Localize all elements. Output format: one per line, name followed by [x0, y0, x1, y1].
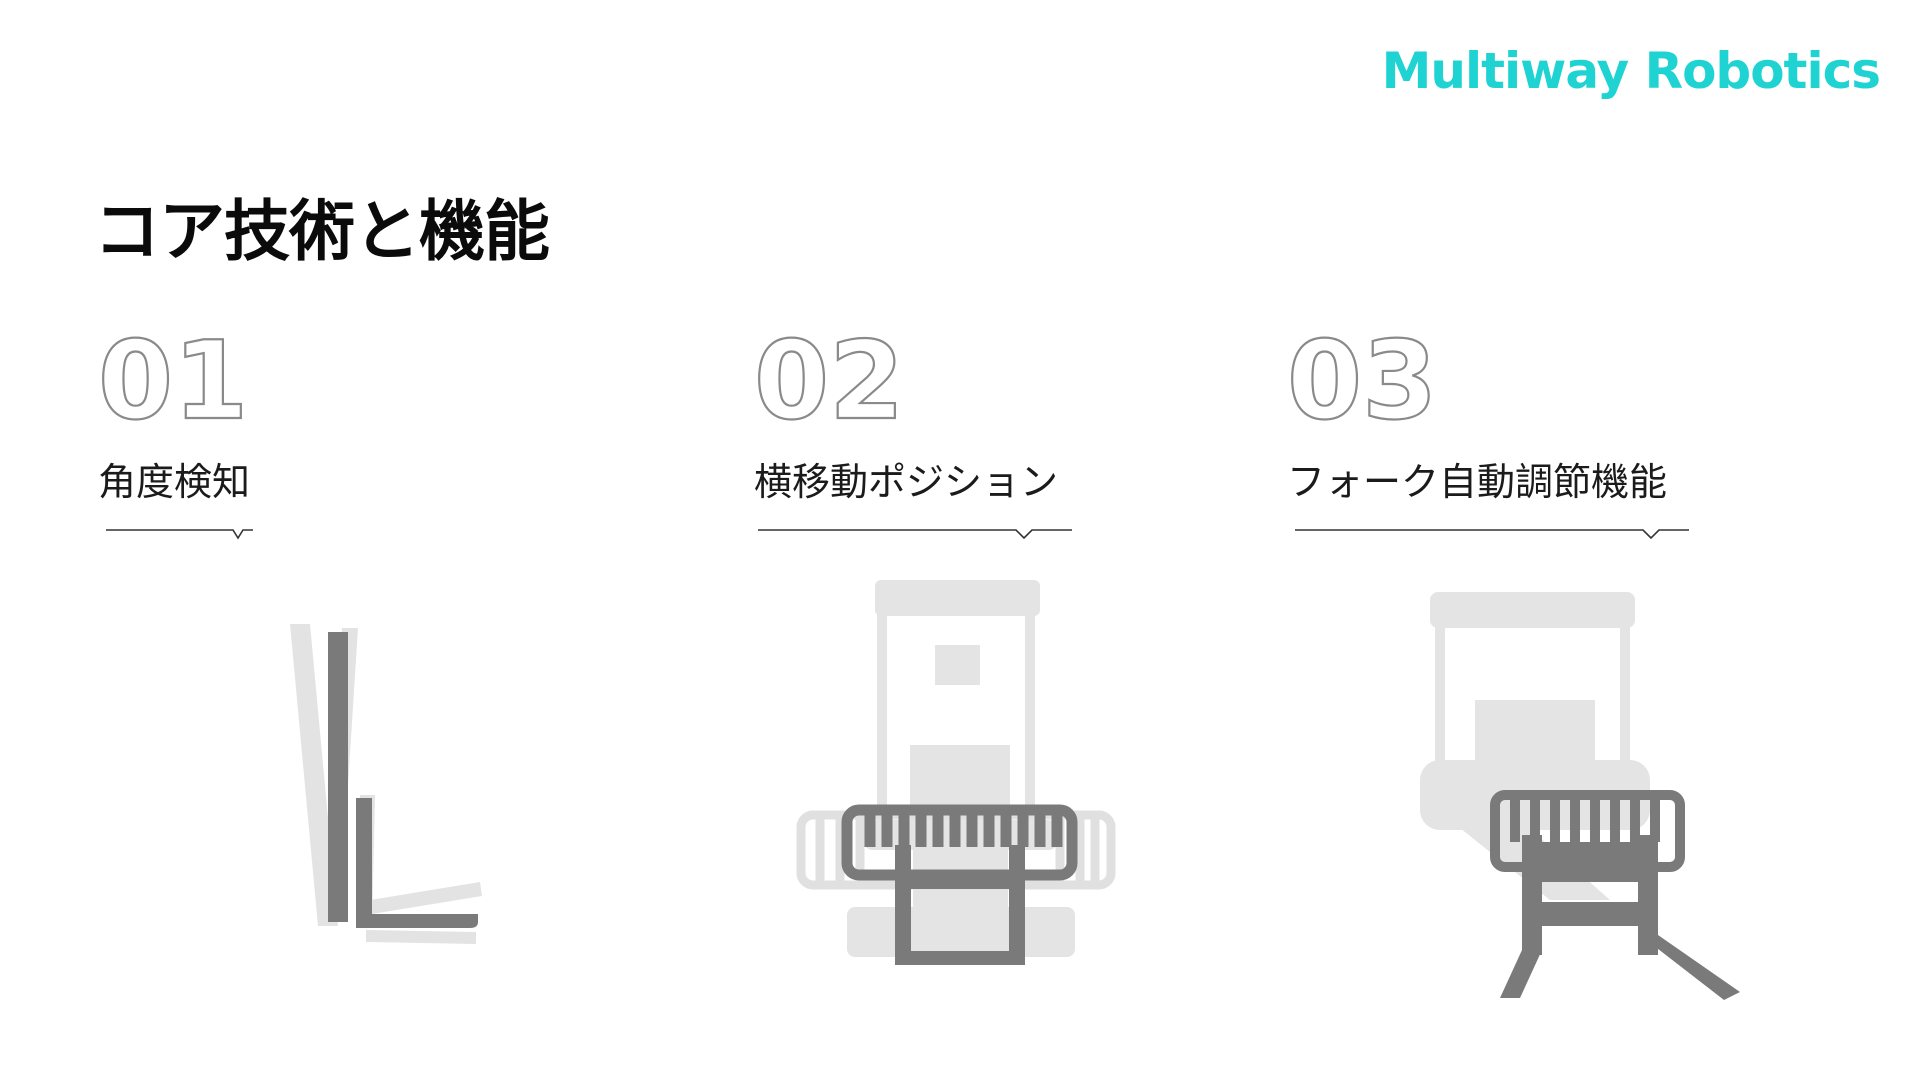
svg-text:01: 01: [98, 319, 248, 444]
divider-pointer: [106, 529, 253, 540]
page-title: コア技術と機能: [94, 193, 550, 270]
forklift-fork-adjust-icon: [1420, 592, 1740, 1000]
forklift-side-shift-icon: [796, 580, 1116, 965]
svg-text:03: 03: [1287, 319, 1437, 444]
feature-number-1: 01: [97, 318, 258, 445]
feature-number-3: 03: [1286, 318, 1697, 445]
divider-pointer: [1295, 529, 1689, 540]
brand-logo: Multiway Robotics: [1381, 42, 1881, 100]
fork-tilt-icon: [290, 624, 482, 944]
feature-label-2: 横移動ポジション: [754, 460, 1059, 504]
feature-card-3: 03 フォーク自動調節機能: [1286, 318, 1697, 544]
feature-card-2: 02 横移動ポジション: [753, 318, 1074, 544]
feature-number-2: 02: [753, 318, 1074, 445]
divider-pointer: [758, 529, 1072, 540]
feature-label-1: 角度検知: [98, 460, 251, 504]
feature-label-3: フォーク自動調節機能: [1287, 460, 1668, 504]
feature-card-1: 01 角度検知: [97, 318, 258, 544]
svg-text:02: 02: [754, 319, 904, 444]
